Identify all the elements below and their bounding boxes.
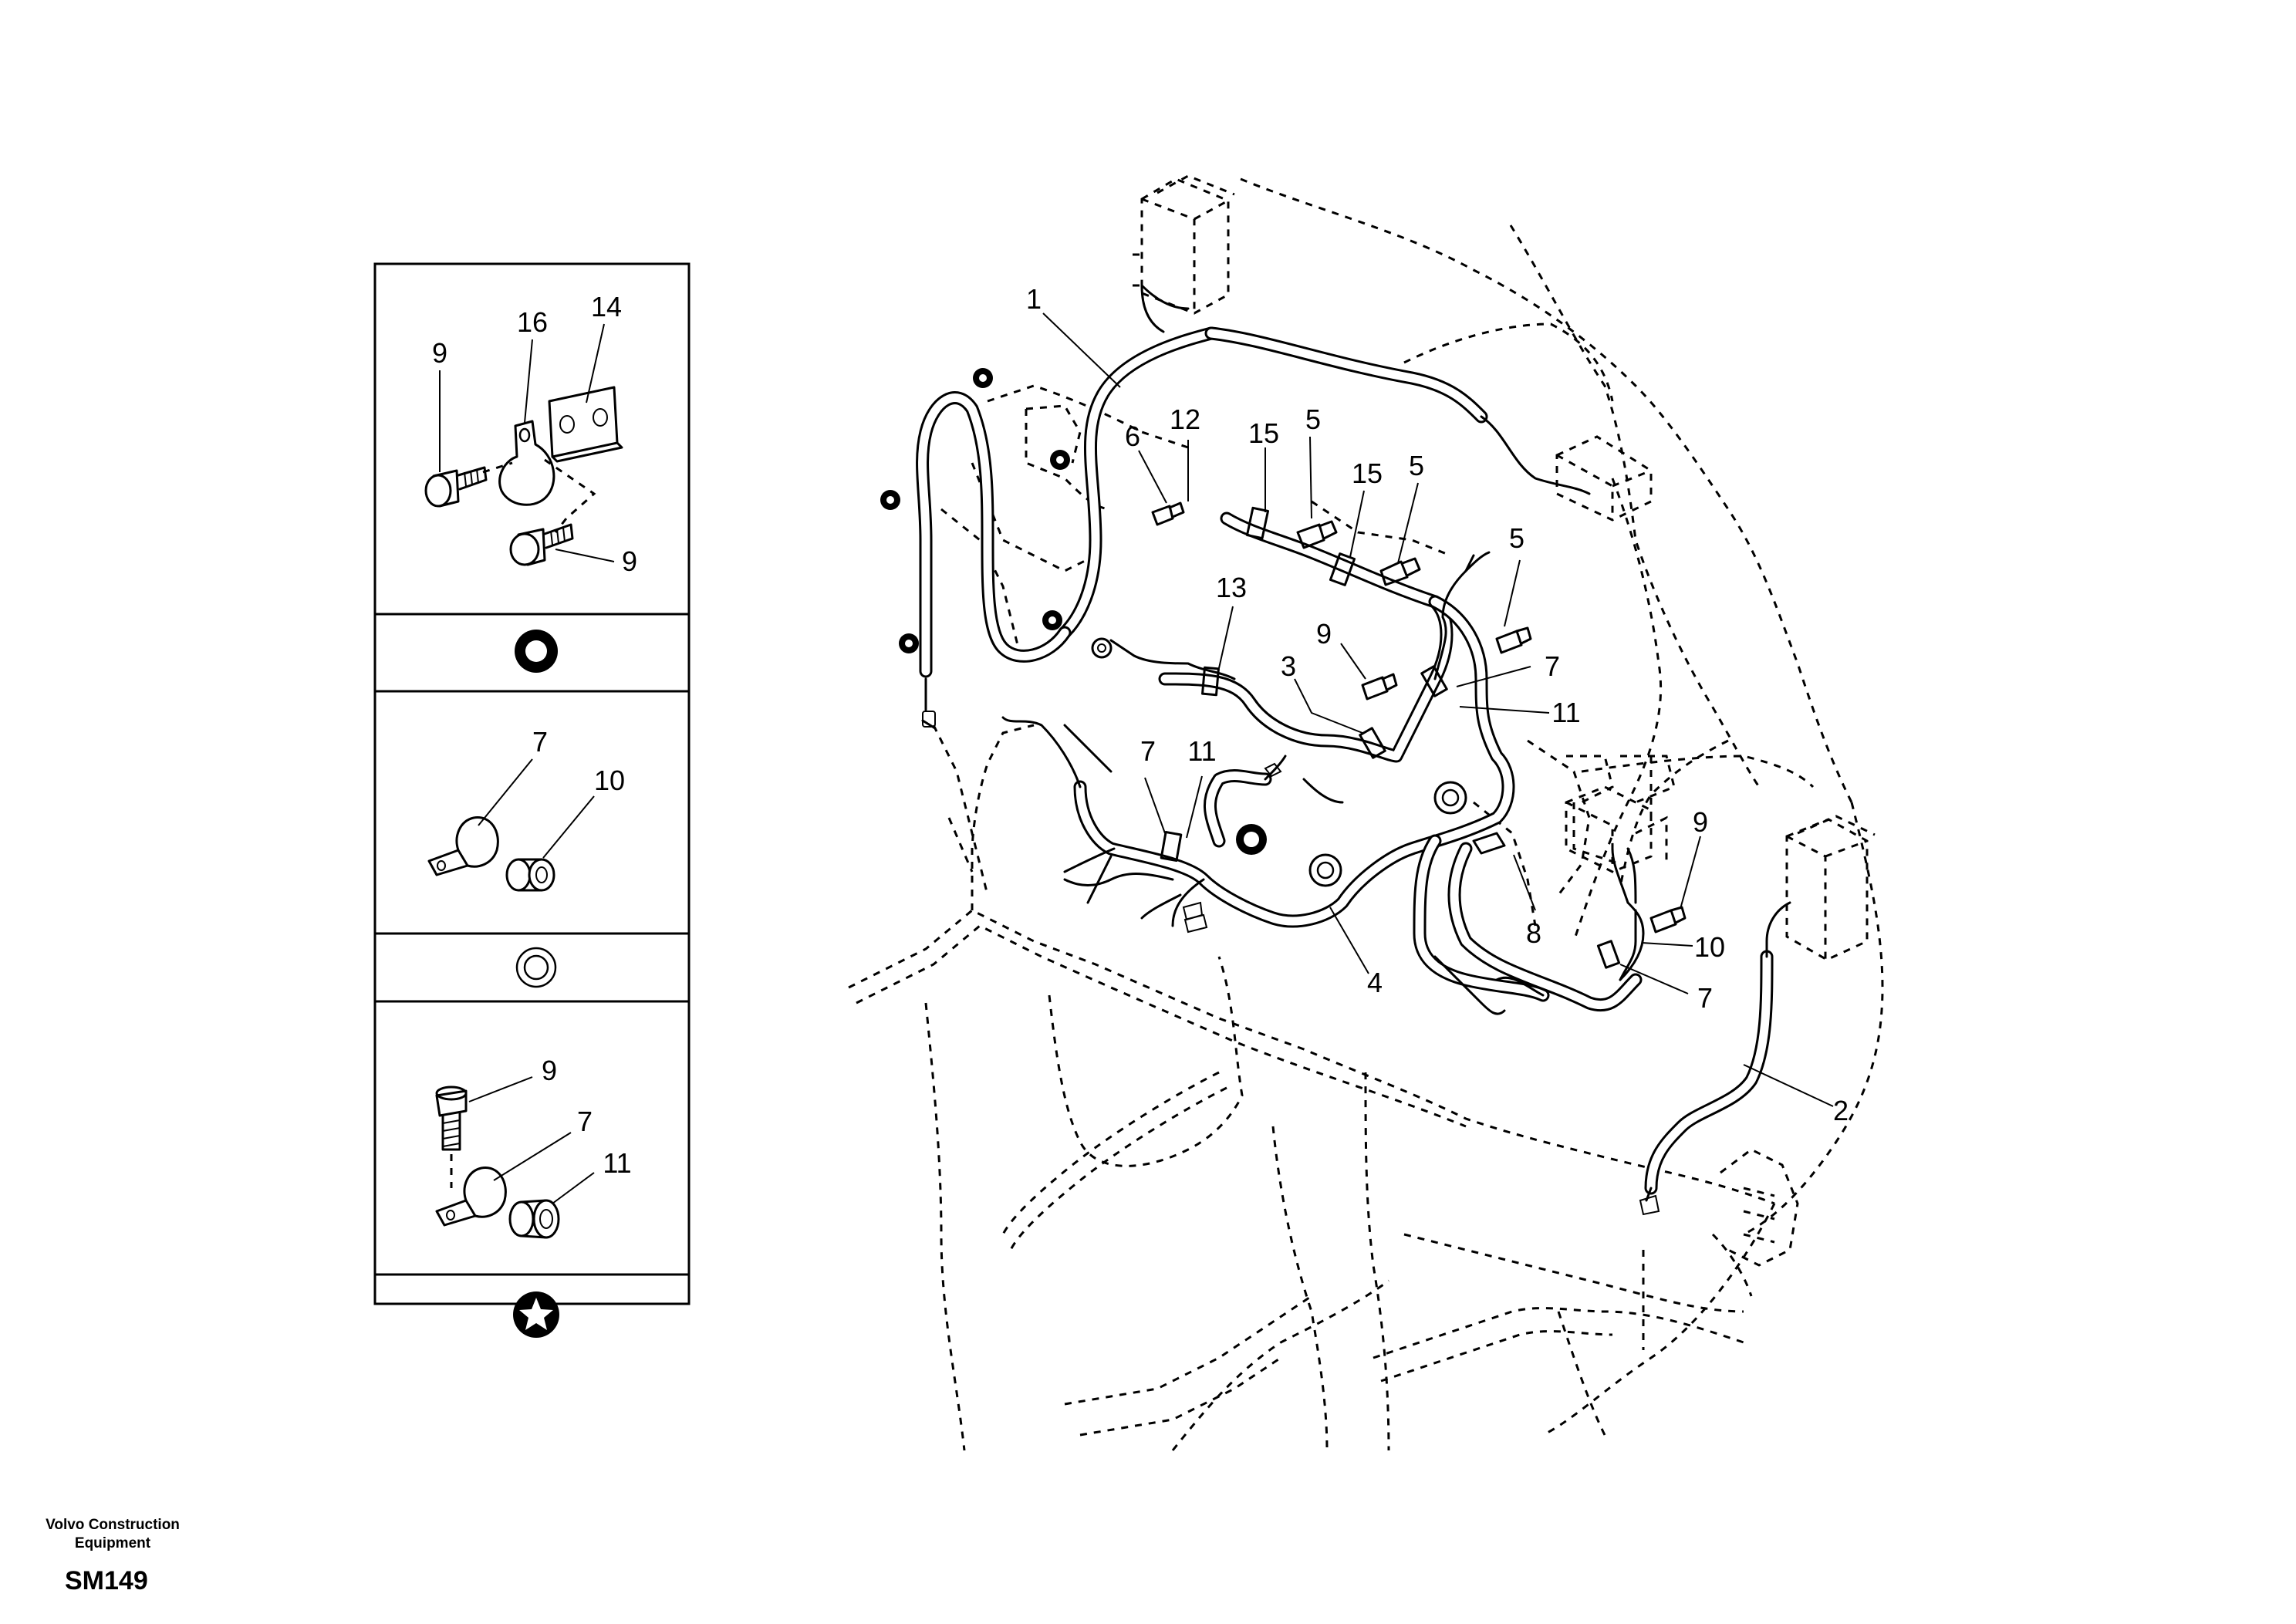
inset-frame	[373, 262, 690, 1305]
black-ring-icon	[515, 630, 558, 673]
star-disc-icon	[973, 368, 993, 388]
bolt-icon	[1495, 626, 1532, 654]
machine-outline	[848, 174, 1884, 1451]
callout-label: 7	[1140, 735, 1156, 767]
star-disc-icon	[1042, 610, 1062, 630]
star-disc-icon	[1050, 450, 1070, 470]
callout-label: 10	[1694, 931, 1725, 963]
publisher-name-line2: Equipment	[75, 1535, 151, 1551]
callout-label: 2	[1833, 1095, 1849, 1126]
bolt-icon	[1649, 906, 1687, 934]
thin-ring-icon	[515, 947, 557, 988]
publisher-name: Volvo Construction	[46, 1517, 180, 1533]
callout-label: 11	[603, 1147, 631, 1179]
publisher-block: Volvo Construction Equipment SM149	[46, 1517, 180, 1595]
bolt-icon	[1151, 501, 1185, 526]
callout-label: 16	[517, 306, 548, 338]
wire-harness-2	[1639, 901, 1791, 1216]
star-disc-icon	[513, 1291, 559, 1338]
main-callouts: 1 6 12 15 5 15 5 5 13 9 7 3 11 7 11 9 4 …	[1026, 283, 1849, 1126]
inset-c-parts: 9 7 11	[435, 1055, 632, 1239]
callout-label: 7	[1545, 650, 1560, 682]
callout-label: 3	[1281, 650, 1296, 682]
callout-label: 7	[577, 1106, 593, 1137]
cable-clamps	[1160, 506, 1621, 969]
bolt-icon	[424, 466, 488, 508]
inset-a-parts: 9 16 14 9	[424, 291, 637, 577]
callout-label: 12	[1170, 403, 1200, 435]
callout-label: 11	[1551, 697, 1580, 728]
star-grommets	[880, 368, 1070, 653]
callout-label: 5	[1305, 403, 1321, 435]
callout-label: 11	[1187, 735, 1216, 767]
bolt-icon	[509, 523, 574, 566]
callout-label: 5	[1409, 450, 1424, 481]
bolt-icon	[435, 1085, 468, 1151]
connector-box	[1555, 435, 1653, 522]
wire-ends	[1063, 551, 1637, 997]
clamp-icon	[427, 816, 499, 876]
callout-label: 14	[591, 291, 622, 322]
callout-label: 1	[1026, 283, 1042, 315]
control-box	[1785, 815, 1876, 961]
callout-label: 10	[594, 765, 625, 796]
star-disc-icon	[899, 633, 919, 653]
clamp-icon	[435, 1167, 507, 1227]
grommet-icon	[508, 1199, 560, 1239]
drawing-code: SM149	[65, 1566, 148, 1595]
bolt-icon	[1379, 557, 1421, 586]
callout-label: 9	[542, 1055, 557, 1086]
callout-label: 13	[1216, 572, 1247, 603]
ecu-box	[1133, 174, 1235, 315]
callout-label: 7	[532, 726, 548, 758]
wire-harness-1	[916, 284, 1591, 730]
clamp-icon	[498, 420, 555, 506]
callout-label: 9	[622, 545, 637, 577]
callout-label: 7	[1697, 982, 1713, 1014]
callout-label: 9	[1693, 806, 1708, 838]
callout-label: 15	[1352, 457, 1383, 489]
callout-label: 6	[1125, 420, 1140, 452]
grommet-icon	[505, 858, 555, 892]
callout-label: 5	[1509, 522, 1524, 554]
bolts	[1151, 501, 1687, 934]
plate-icon	[548, 386, 623, 463]
grommets	[1091, 637, 1467, 887]
callout-label: 9	[1316, 618, 1332, 650]
wire-harness-main	[1001, 512, 1645, 1015]
callout-label: 4	[1367, 967, 1383, 998]
bolt-icon	[1296, 520, 1338, 549]
callout-label: 15	[1248, 417, 1279, 449]
star-disc-icon	[880, 490, 900, 510]
callout-label: 9	[432, 337, 447, 369]
bolt-icon	[1361, 673, 1398, 701]
inset-panel: 9 16 14 9 7 10	[373, 262, 690, 1338]
callout-label: 8	[1526, 917, 1541, 949]
inset-b-parts: 7 10	[427, 726, 625, 892]
